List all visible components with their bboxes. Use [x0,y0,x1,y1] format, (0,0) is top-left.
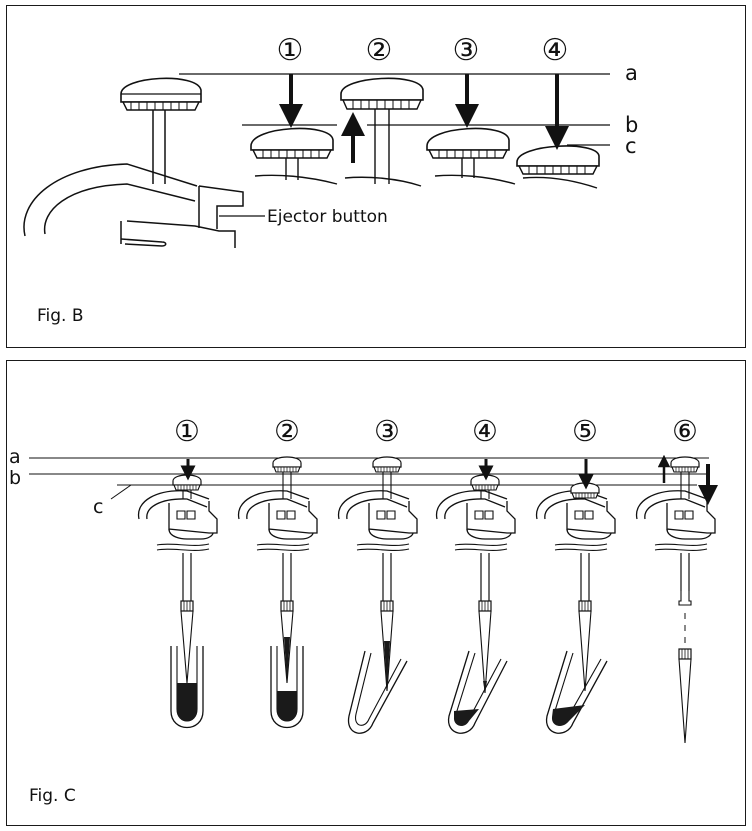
step-1-test-tube [170,646,204,728]
step-3-tilted-tube [347,650,408,734]
step-1-number: ① [174,414,200,448]
step-6-number: ⑥ [672,414,698,448]
figure-b-caption: Fig. B [37,306,84,326]
step-5-tilted-tube [546,650,608,734]
figure-b-panel: a b c ① ② ③ ④ [6,5,746,348]
level-b-label: b [625,113,638,137]
step-6-pipette [635,456,716,744]
step-2-number: ② [366,33,393,68]
figure-b-diagram: a b c ① ② ③ ④ [23,33,638,248]
figure-c-caption: Fig. C [29,786,76,806]
step-5-pipette [535,482,616,692]
step-4-number: ④ [472,414,498,448]
step-5-number: ⑤ [572,414,598,448]
step-4-pipette [435,474,516,694]
ejector-button-label: Ejector button [267,207,388,227]
step-2-number: ② [274,414,300,448]
plunger-rod [152,110,166,184]
level-a-label: a [9,446,21,468]
level-c-label: c [625,134,637,158]
step-2-test-tube [270,646,304,728]
figure-c-diagram: a b c ① ② ③ ④ ⑤ ⑥ [9,414,718,744]
level-a-label: a [625,61,638,85]
step-2-knob [340,77,424,187]
step-4-knob [516,145,600,189]
step-1-number: ① [277,33,304,68]
ejector-button [198,185,244,229]
step-1-pipette [137,474,218,684]
step-3-number: ③ [374,414,400,448]
figure-c-panel: a b c ① ② ③ ④ ⑤ ⑥ [6,360,746,826]
step-3-knob [426,127,516,185]
step-3-number: ③ [453,33,480,68]
level-b-label: b [9,467,21,489]
step-4-number: ④ [542,33,569,68]
step-3-pipette [337,456,418,692]
step-1-knob [250,127,338,185]
plunger-knob-rest [120,77,202,111]
pipette-body [23,163,236,248]
level-c-label: c [93,496,103,518]
step-2-pipette [237,456,318,684]
step-4-tilted-tube [448,650,508,734]
